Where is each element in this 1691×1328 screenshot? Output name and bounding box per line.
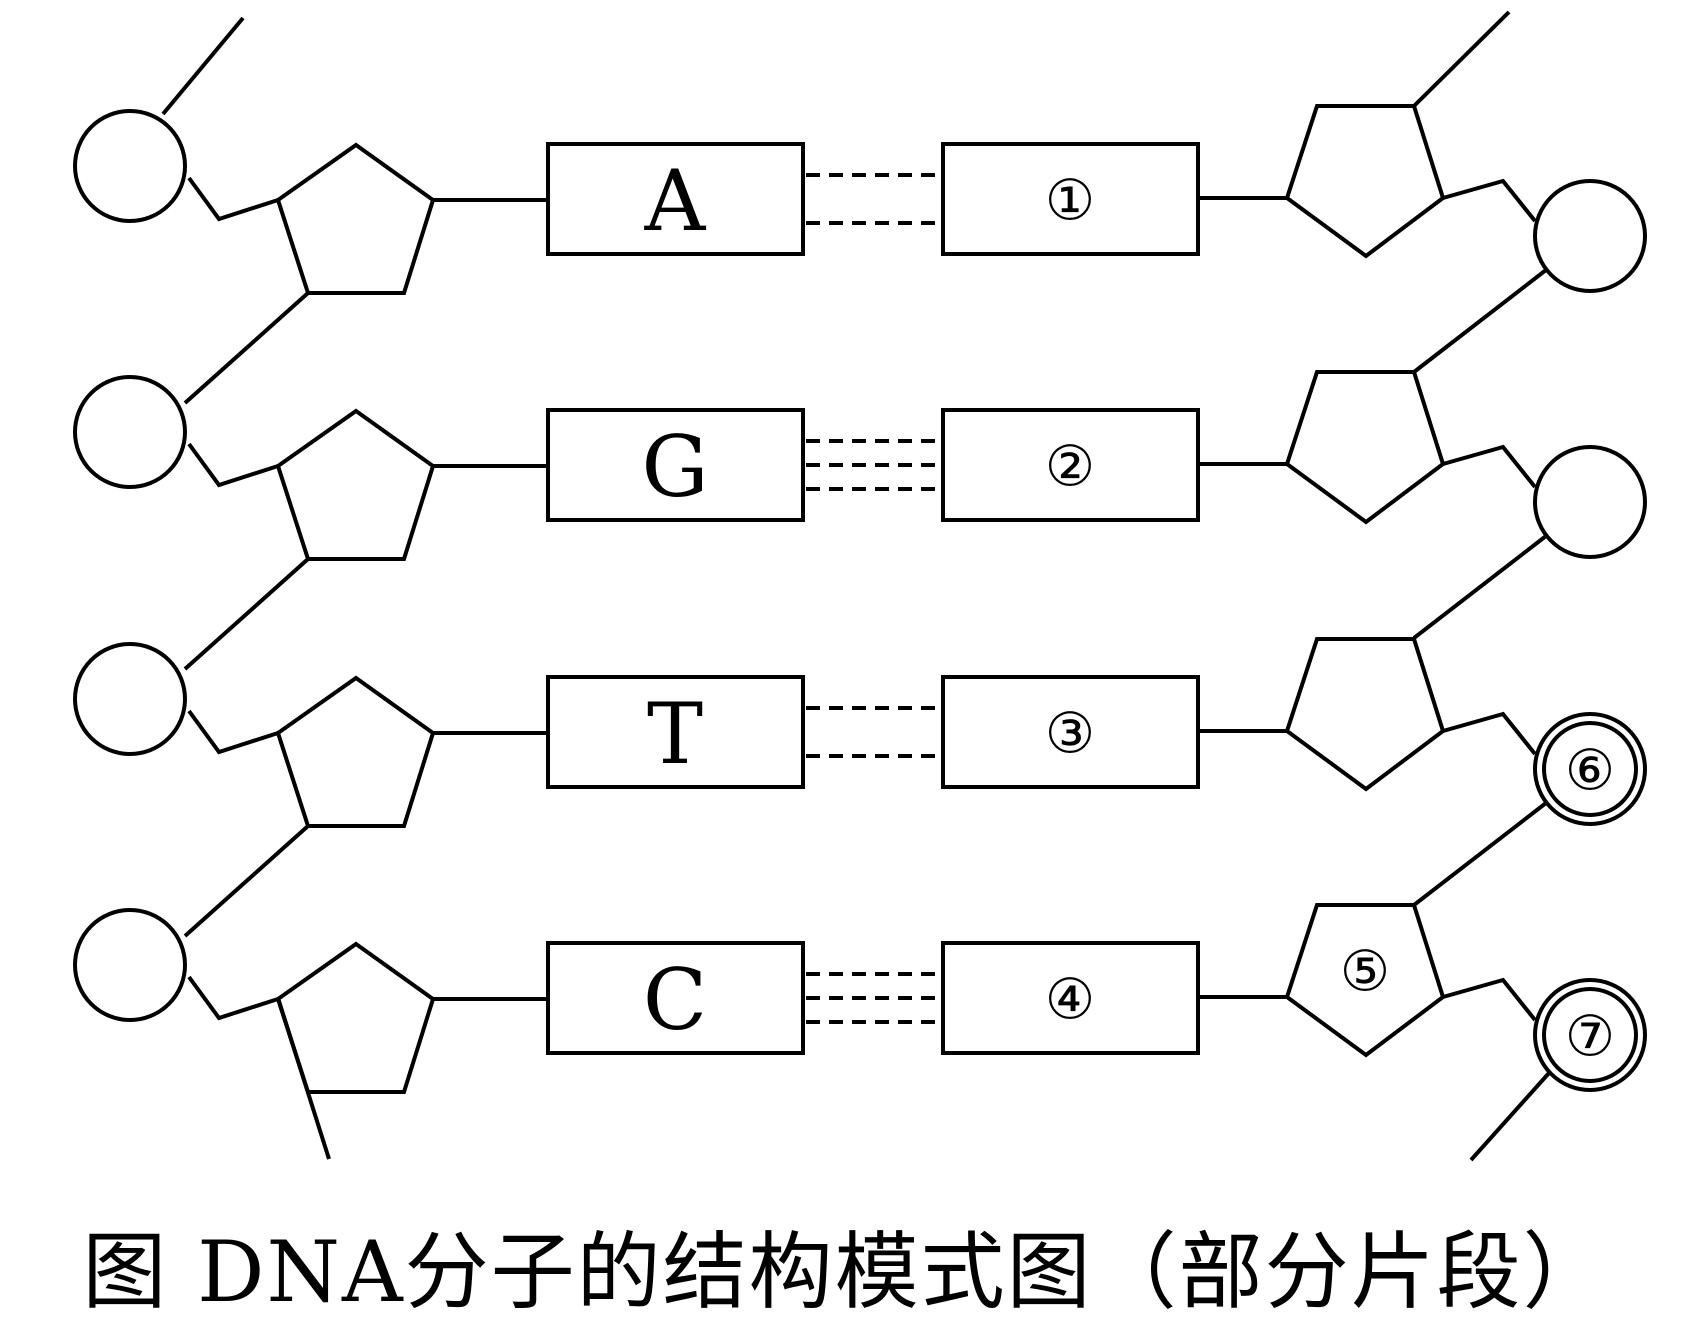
phosphate-circle (1533, 712, 1647, 826)
backbone-bond (183, 291, 310, 405)
phosphate-inner-ring (1542, 721, 1638, 817)
backbone-bond (1412, 801, 1548, 907)
phosphate-circle (1533, 179, 1647, 293)
backbone-bond (183, 824, 310, 938)
base-label-left: C (643, 951, 707, 1049)
strand-end-tail (1412, 10, 1511, 108)
base-box-left (546, 941, 805, 1055)
phosphodiester-bond (1442, 444, 1537, 489)
figure-caption: 图 DNA分子的结构模式图（部分片段） (82, 1223, 1609, 1321)
phosphodiester-bond (187, 442, 279, 488)
strand-end-tail (276, 997, 331, 1160)
phosphate-inner-ring (1542, 987, 1638, 1083)
phosphodiester-bond (187, 975, 279, 1021)
phosphate-circle (1533, 978, 1647, 1092)
phosphodiester-bond (1442, 977, 1537, 1022)
phosphodiester-bond (187, 709, 279, 755)
phosphate-circle (1533, 445, 1647, 559)
backbone-bond (1412, 268, 1548, 374)
deoxyribose-pentagon (1284, 104, 1446, 259)
base-label-left: T (647, 685, 703, 783)
deoxyribose-pentagon (275, 408, 436, 561)
deoxyribose-pentagon (1284, 637, 1446, 792)
base-box-left (546, 408, 805, 522)
base-label-left: A (644, 152, 707, 250)
base-label-right: ③ (1045, 702, 1095, 767)
left-strand (73, 16, 548, 1160)
base-label-right: ② (1045, 435, 1095, 500)
deoxyribose-pentagon (1284, 370, 1446, 525)
sugar-label: ⑤ (1340, 940, 1390, 1005)
backbone-bond (183, 557, 310, 671)
phosphodiester-bond (187, 176, 279, 222)
phosphate-circle (73, 642, 187, 756)
base-box-left (546, 675, 805, 789)
strand-end-tail (161, 16, 245, 116)
base-label-right: ① (1045, 169, 1095, 234)
base-box-left (546, 142, 805, 256)
deoxyribose-pentagon (275, 941, 436, 1094)
strand-end-tail (1469, 1071, 1551, 1162)
phosphate-circle (73, 109, 187, 223)
phosphodiester-bond (1442, 711, 1537, 756)
deoxyribose-pentagon (275, 675, 436, 828)
phosphate-circle (73, 375, 187, 489)
phosphate-label: ⑦ (1565, 1005, 1615, 1070)
phosphodiester-bond (1442, 178, 1537, 223)
deoxyribose-pentagon (1284, 903, 1446, 1058)
base-label-left: G (641, 418, 708, 516)
deoxyribose-pentagon (275, 142, 436, 295)
right-strand: ⑥ ⑦ ⑤ (1198, 10, 1647, 1162)
phosphate-circle (73, 908, 187, 1022)
base-label-right: ④ (1045, 968, 1095, 1033)
backbone-bond (1412, 534, 1548, 640)
phosphate-label: ⑥ (1565, 739, 1615, 804)
base-pairs: A ① G ② T ③ C ④ (546, 142, 1200, 1055)
